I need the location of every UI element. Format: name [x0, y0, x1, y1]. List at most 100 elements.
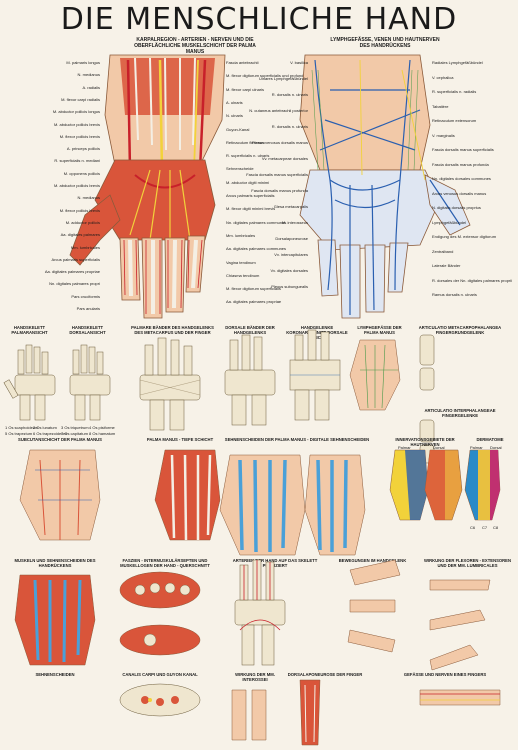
panel-title: HANDSKELETT DORSALANSICHT [69, 325, 106, 335]
anatomy-label: R. dorsalis n. ulnaris [271, 124, 308, 129]
anatomy-label: Retinaculum flexorum [226, 139, 265, 145]
anatomy-label: Aa. digitales palmares propriae [44, 269, 100, 275]
anatomy-label: Endigung des M. extensor digitorum [432, 234, 497, 239]
view-label: Palmar [398, 445, 411, 450]
bone-legend-item: 5 Os trapezium [5, 431, 33, 436]
anatomy-label: Aa. digitales palmares propriae [226, 299, 282, 305]
palmar-section-title: KARPALREGION - ARTERIEN - NERVEN UND DIE… [134, 37, 256, 55]
bone-legend-item: 2 Os lunatum [33, 425, 57, 430]
bone-legend-item: 7 Os capitatum [61, 431, 88, 436]
anatomy-label: M. adductor pollicis [65, 219, 100, 225]
anatomy-label: Sehnenscheide [226, 166, 254, 172]
anatomy-label: M. flexor carpi radialis [61, 96, 100, 102]
panel-title: WIRKUNG DER Mm. INTEROSSEI [235, 672, 275, 682]
anatomy-label: A. radialis [82, 84, 100, 90]
anatomy-label: Zentralband [432, 248, 454, 254]
anatomy-label: Nn. digitales palmares propri [49, 281, 100, 287]
view-label: Dorsal [433, 445, 445, 450]
anatomy-label: Plexus subunguealis [271, 284, 308, 289]
bone-legend-item: 3 Os triquetrum [61, 425, 89, 430]
anatomy-label: M. abductor pollicis longus [52, 109, 100, 115]
anatomy-label: M. flexor pollicis brevis [59, 207, 100, 213]
anatomy-label: Tabatière [432, 103, 449, 109]
panel-title: SEHNENSCHEIDEN [35, 672, 75, 677]
anatomy-label: M. interosseus [281, 220, 308, 225]
panel-title: LYMPHGEFÄSSE DER PALMA MANUS [357, 325, 402, 335]
poster-title: DIE MENSCHLICHE HAND [60, 2, 458, 37]
anatomy-label: Plexus venosus dorsalis manus [251, 140, 308, 145]
anatomy-label: R. superficialis n. radialis [432, 89, 477, 94]
panel-title: HANDSKELETT PALMARANSICHT [11, 325, 48, 335]
panel-title: FASZIEN - INTERMUSKULÄRSEPTEN UND MUSKEL… [120, 558, 210, 568]
anatomy-label: Pars cruciformis [71, 293, 100, 299]
panel-title: PALMA MANUS - TIEFE SCHICHT [146, 437, 214, 442]
panel-title: SEHNENSCHEIDEN DER PALMA MANUS - DIGITAL… [224, 437, 370, 442]
anatomy-label: Fascia dorsalis manus superficialis [432, 147, 494, 152]
anatomy-label: Vv. digitales dorsales [270, 268, 309, 273]
anatomy-label: Fascia dorsalis manus superficialis [246, 172, 308, 177]
view-label: Dorsal [490, 445, 502, 450]
panel-title: DERMATOME [476, 437, 504, 442]
anatomy-label: R. dorsales der Nn. digitales palmares p… [432, 277, 513, 283]
panel-title: ARTICULATIO METACARPOPHALANGEA FINGERGRU… [418, 325, 502, 335]
anatomy-label: R. dorsalis n. ulnaris [271, 92, 308, 97]
anatomy-label: V. marginalis [432, 132, 455, 138]
anatomy-label: M. opponens pollicis [63, 170, 100, 176]
anatomy-label: A. ulnaris [226, 99, 243, 105]
panel-title: WIRKUNG DER FLEXOREN - EXTENSOREN UND DE… [423, 558, 511, 568]
anatomy-label: M. abductor pollicis brevis [53, 121, 100, 127]
bone-legend-item: 1 Os scaphoideum [5, 425, 39, 430]
anatomy-label: N. digitalis dorsalis proprius [432, 205, 481, 210]
anatomy-label: M. flexor digitorum superficialis [226, 286, 281, 292]
anatomy-label: Vv. intercapitulares [274, 252, 308, 257]
anatomy-label: Vv. metacarpeae dorsales [261, 156, 308, 161]
anatomy-label: Aa. digitales palmares [60, 232, 100, 238]
anatomy-label: Arcus palmaris superficialis [51, 256, 100, 262]
bone-legend-item: 6 Os trapezoideum [33, 431, 67, 436]
anatomy-label: M. flexor pollicis brevis [59, 133, 100, 139]
anatomy-label: N. cutaneus antebrachii posterior [249, 108, 308, 113]
dermatome-label: C8 [493, 525, 499, 530]
panel-title: HANDGELENKE Koronarschnitt Dorsale Ansic… [286, 325, 348, 340]
panel-title: ARTICULATIO INTERPHALANGEAE FINGERGELENK… [424, 408, 496, 418]
bone-legend-item: 4 Os pisiforme [89, 425, 115, 430]
anatomy-label: Guyon-Kanal [226, 126, 250, 132]
bone-legend-item: 8 Os hamatum [89, 431, 116, 436]
panel-title: INNERVATIONSGEBIETE DER HAUTNERVEN [395, 437, 455, 447]
anatomy-label: M. abductor pollicis brevis [53, 183, 100, 188]
anatomy-label: Aa. digitales palmares communes [226, 246, 287, 252]
anatomy-label: V. basilica [290, 60, 308, 65]
panel-title: SUBCUTANSCHICHT DER PALMA MANUS [18, 437, 102, 442]
anatomy-label: R. superficialis n. ulnaris [226, 153, 270, 159]
anatomy-label: M. flexor digiti minimi brevis [226, 206, 276, 212]
anatomy-label: M. palmaris longus [66, 60, 100, 65]
panel-title: MUSKELN UND SEHNENSCHEIDEN DES HANDRÜCKE… [14, 558, 96, 568]
anatomy-label: V. cephalica [432, 74, 454, 80]
panel-title: DORSALE BÄNDER DER HANDGELENKS [225, 325, 275, 335]
anatomy-label: Fascia dorsalis manus profunda [251, 188, 308, 193]
dorsal-section-title: LYMPHGEFÄSSE, VENEN UND HAUTNERVEN DES H… [330, 37, 440, 49]
anatomy-label: N. medianus [77, 72, 100, 78]
anatomy-label: Chiasma tendinum [226, 272, 260, 278]
panel-title: BEWEGUNGEN IM HANDGELENK [338, 558, 407, 563]
dermatome-label: C7 [482, 525, 488, 530]
dermatome-label: C6 [470, 525, 476, 530]
anatomy-label: Lymphgefäßbündel [432, 219, 467, 225]
anatomy-label: M. flexor digitorum superficialis und pr… [226, 73, 308, 79]
anatomy-label: Glesa metacarpalis [273, 204, 308, 209]
anatomy-label: R. superficialis n. mediani [54, 158, 100, 164]
panel-title: CANALIS CARPI UND GUYON KANAL [122, 672, 198, 677]
view-label: Palmar [470, 445, 483, 450]
anatomy-label: N. medianus [77, 195, 100, 201]
anatomy-label: Ulnares Lymphgefäßbündel [259, 76, 308, 81]
anatomy-label: Pars anularis [76, 306, 100, 311]
anatomy-label: Dorsalaponeurose [275, 236, 308, 241]
anatomy-label: M. flexor carpi ulnaris [226, 86, 265, 92]
anatomy-label: Retinaculum extensorum [432, 118, 477, 123]
anatomy-label: Nn. digitales dorsales communes [432, 176, 491, 181]
